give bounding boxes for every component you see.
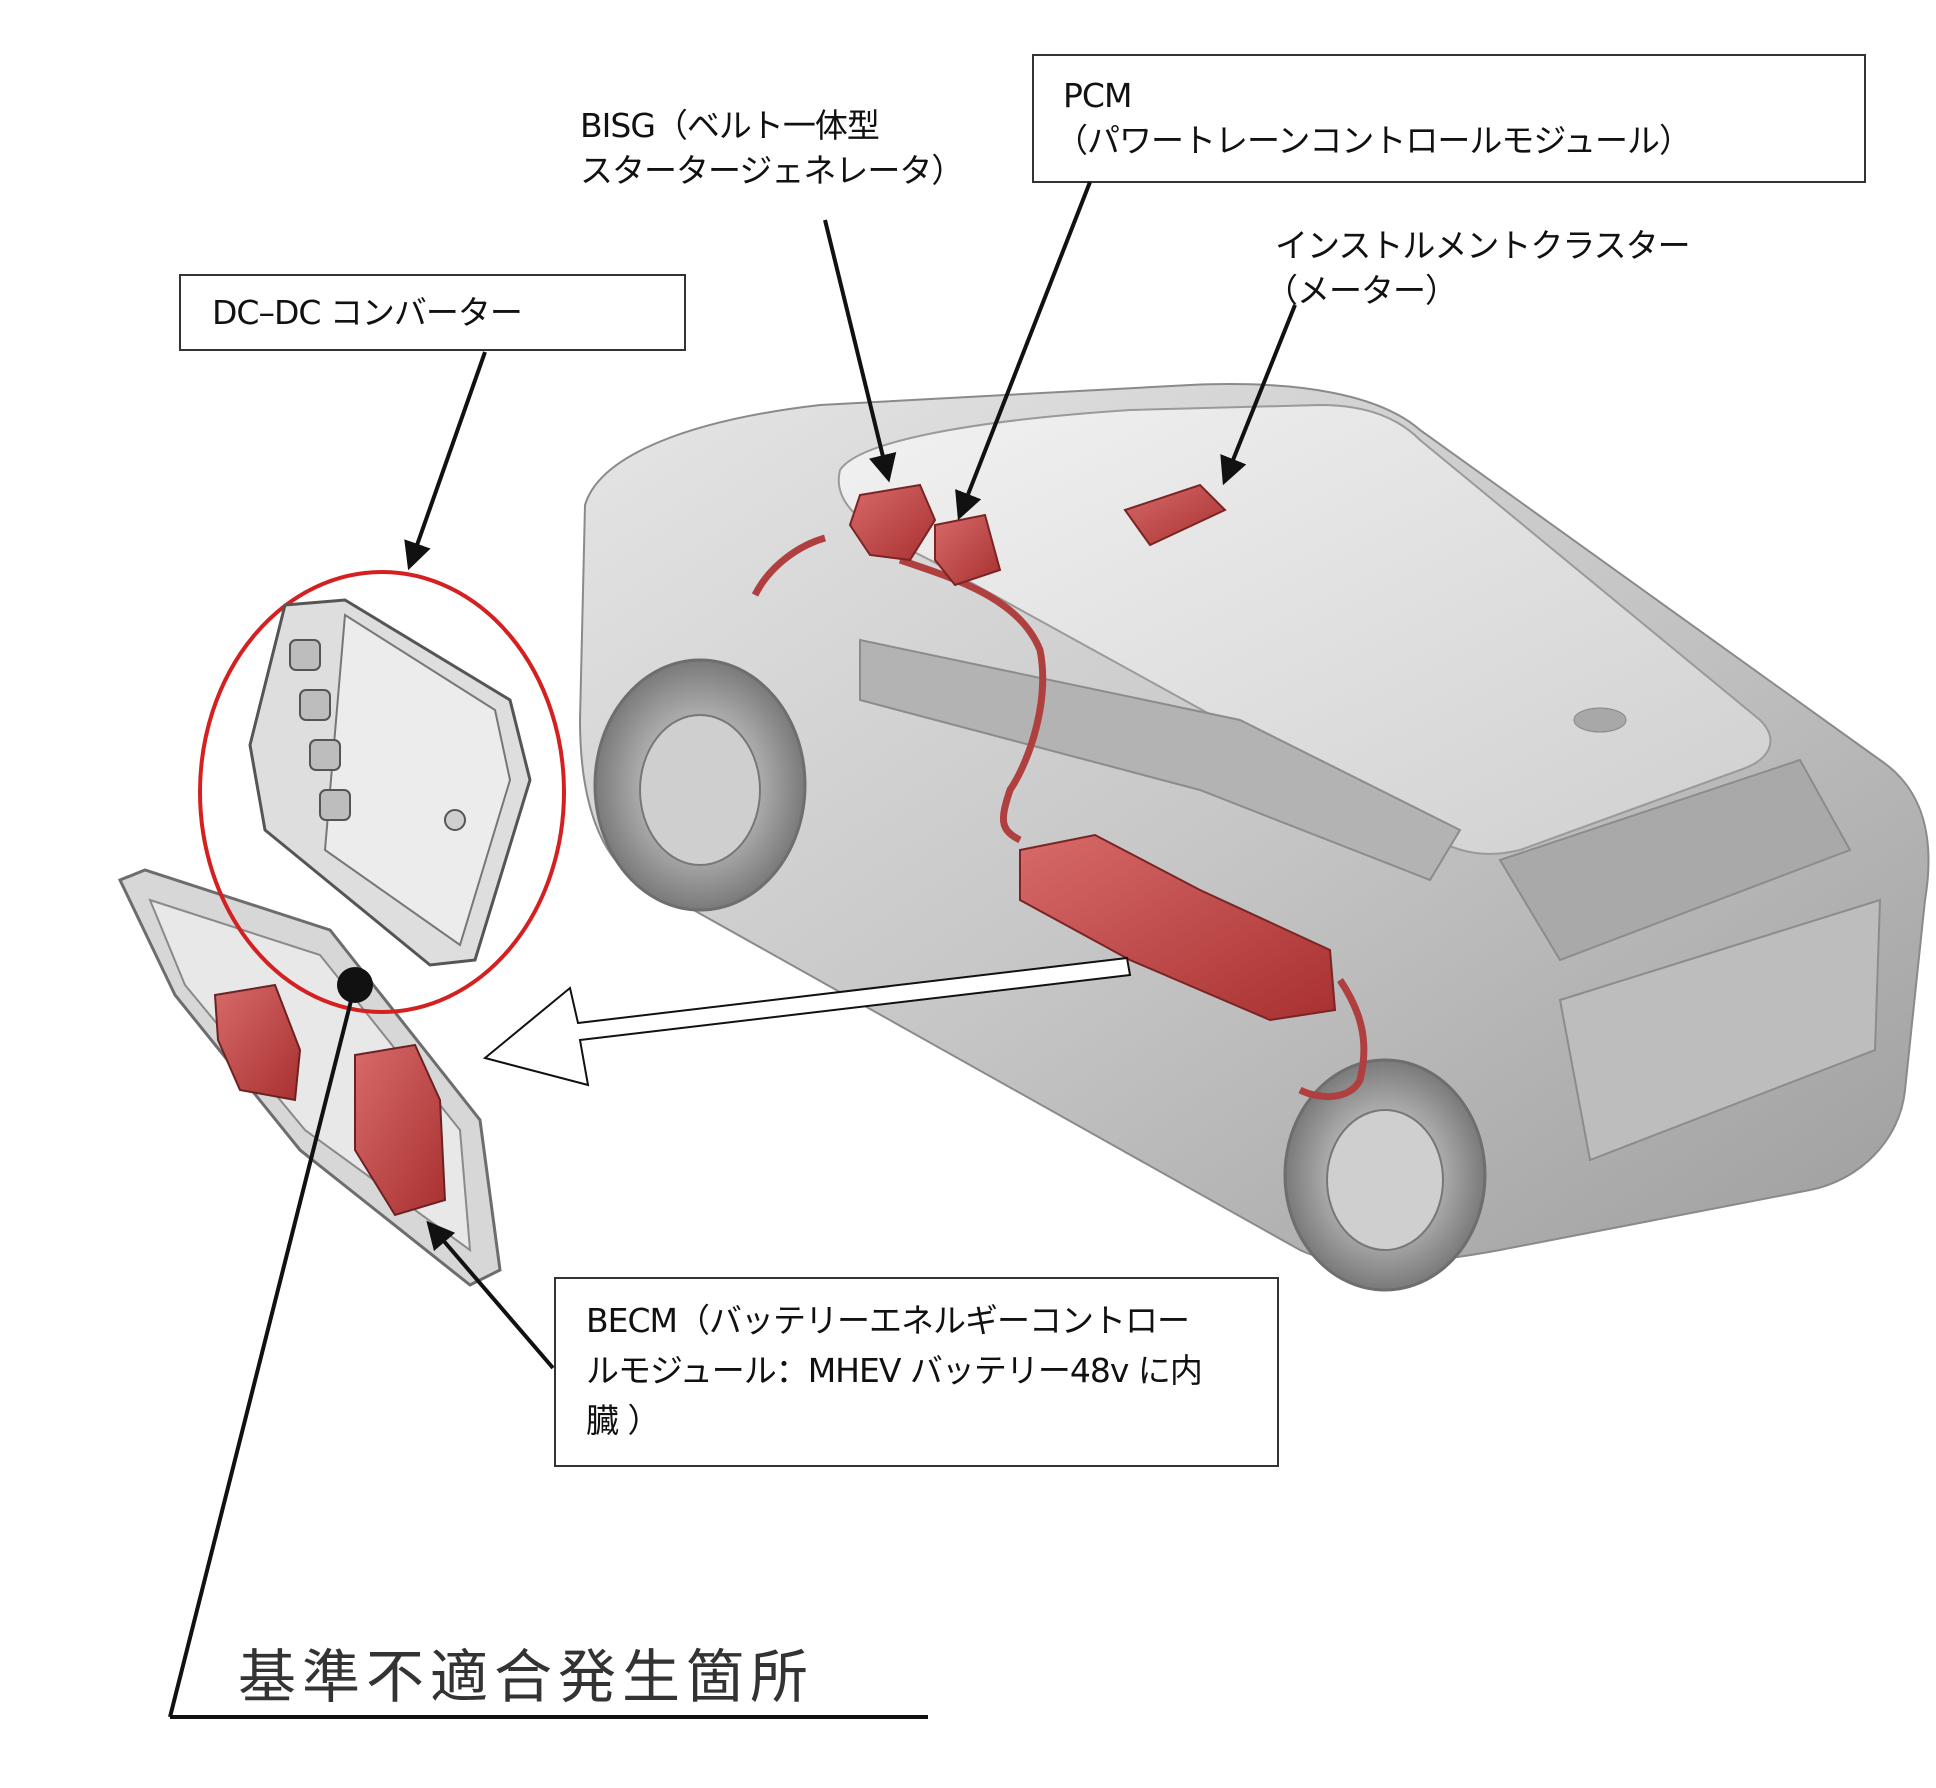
cluster-label-line1: インストルメントクラスター [1275, 226, 1691, 265]
rear-wheel-rim [1326, 1109, 1444, 1251]
becm-module [354, 1043, 447, 1217]
cluster-leader-arrow [1220, 304, 1297, 486]
front-wheel-rim [639, 714, 761, 866]
becm-label-line3: 臓 ） [586, 1401, 660, 1440]
dcdc-label-box [179, 274, 686, 351]
bisg-leader-arrow [823, 219, 897, 483]
rear-bumper [1558, 898, 1882, 1162]
pcm-label-line2: （パワートレーンコントロールモジュール） [1055, 121, 1692, 160]
bisg-label-line2: スタータージェネレータ） [580, 151, 964, 190]
pcm-leader-arrow [955, 181, 1092, 521]
bisg-component [848, 483, 937, 562]
dcdc-label: DC–DC コンバーター [212, 293, 523, 332]
becm-leader-arrow [426, 1220, 555, 1370]
car-roof [837, 403, 1772, 855]
detail-callout-arrow [482, 956, 1132, 1087]
pcm-label-box [1032, 54, 1866, 183]
dcdc-highlight-circle [198, 570, 566, 1014]
becm-label-box [554, 1277, 1279, 1467]
dcdc-bolt [444, 809, 466, 831]
dcdc-leader-arrow [404, 351, 487, 571]
nonconformity-location-label: 基準不適合発生箇所 [238, 1643, 815, 1711]
side-windows [859, 638, 1462, 882]
mhev-battery-component [1019, 833, 1337, 1022]
cluster-label-line2: （メーター） [1265, 271, 1458, 310]
leader-arrows [404, 181, 1297, 1370]
becm-label-line1: BECM（バッテリーエネルギーコントロー [586, 1301, 1190, 1340]
dcdc-zoom-view [198, 570, 566, 1014]
shark-fin-antenna [1573, 707, 1627, 733]
car-illustration [578, 383, 1930, 1292]
location-leader-line [168, 984, 357, 1718]
becm-label-line2: ルモジュール：MHEV バッテリー48v に内 [586, 1351, 1203, 1390]
pcm-label-line1: PCM [1063, 76, 1132, 115]
instrument-cluster-component [1123, 483, 1227, 547]
wiring-harness [751, 534, 1368, 1101]
dcdc-converter-in-assembly [213, 983, 302, 1102]
battery-assembly-detail [117, 868, 502, 1287]
rear-window [1498, 758, 1852, 962]
dcdc-connectors [289, 639, 351, 821]
bisg-label-line1: BISG（ベルト一体型 [580, 106, 880, 145]
